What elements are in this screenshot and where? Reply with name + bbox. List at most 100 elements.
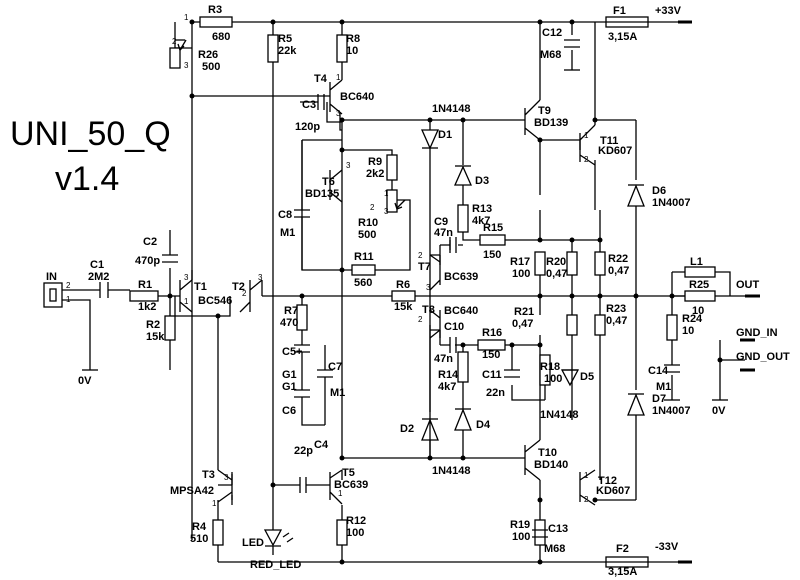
c8-value: M1 (280, 227, 295, 239)
r12-value: 100 (346, 527, 364, 539)
r18-body (539, 354, 551, 386)
r24-value: 10 (682, 325, 694, 337)
r9-value: 2k2 (366, 168, 384, 180)
r12-name: R12 (346, 515, 366, 527)
r25-value: 10 (692, 305, 704, 317)
r24-name: R24 (682, 313, 703, 325)
svg-text:2: 2 (418, 251, 423, 260)
r16-value: 150 (482, 349, 500, 361)
r1-value: 1k2 (138, 301, 156, 313)
r5-body (267, 34, 279, 63)
svg-text:2: 2 (66, 281, 71, 290)
r4-value: 510 (190, 533, 208, 545)
t9-name: T9 (538, 105, 551, 117)
r2-name: R2 (146, 319, 160, 331)
f2-name: F2 (616, 543, 629, 555)
r21-value: 0,47 (512, 318, 533, 330)
led-value: RED_LED (250, 559, 301, 571)
c2-value: 470p (135, 255, 160, 267)
c12-value: M68 (540, 49, 561, 61)
r25-body (684, 290, 716, 302)
c5-value: G1 (282, 369, 297, 381)
svg-text:2: 2 (418, 315, 423, 324)
pot-arrows (177, 39, 406, 210)
t12-name: T12 (598, 475, 617, 487)
c13-name: C13 (548, 523, 568, 535)
r9-body (386, 154, 398, 181)
r10-body (386, 189, 398, 213)
t11-name: T11 (600, 135, 618, 147)
input-connector[interactable] (43, 282, 76, 308)
r8-value: 10 (346, 45, 358, 57)
ground-label-left: 0V (78, 375, 92, 387)
svg-text:1: 1 (584, 131, 589, 140)
c11-name: C11 (482, 369, 502, 381)
wires (76, 20, 760, 564)
led-name: LED (242, 537, 264, 549)
c12-name: C12 (542, 27, 562, 39)
output-label: OUT (736, 279, 760, 291)
d2-value: 1N4148 (432, 465, 471, 477)
r9-name: R9 (368, 156, 382, 168)
r10-name: R10 (358, 217, 378, 229)
r23-name: R23 (606, 303, 626, 315)
svg-text:2: 2 (370, 203, 375, 212)
r15-body (479, 234, 506, 246)
t10-value: BD140 (534, 459, 568, 471)
r13-name: R13 (472, 203, 492, 215)
r14-name: R14 (438, 369, 459, 381)
r5-value: 22k (278, 45, 297, 57)
r6-value: 15k (394, 301, 413, 313)
r4-name: R4 (192, 521, 207, 533)
t1-name: T1 (194, 281, 207, 293)
t5-name: T5 (342, 467, 355, 479)
r26-body (169, 47, 181, 69)
r20-value: 0,47 (546, 268, 567, 280)
t9-value: BD139 (534, 117, 568, 129)
t5-value: BC639 (334, 479, 368, 491)
c8-name: C8 (278, 209, 292, 221)
svg-text:1: 1 (336, 73, 341, 82)
r24-body (666, 314, 678, 341)
t7-name: T7 (418, 261, 431, 273)
r2-body (164, 315, 176, 341)
svg-text:1: 1 (212, 499, 217, 508)
r19-body (534, 519, 546, 546)
c5-name: C5+ (282, 346, 303, 358)
d3-name: D3 (475, 175, 489, 187)
r16-body (477, 339, 506, 351)
c9-value: 47n (434, 227, 453, 239)
d1-value: 1N4148 (432, 103, 471, 115)
d4-name: D4 (476, 419, 491, 431)
r14-value: 4k7 (438, 381, 456, 393)
c3-value: 120p (295, 121, 320, 133)
svg-text:3: 3 (346, 161, 351, 170)
svg-text:3: 3 (224, 473, 229, 482)
r2-value: 15k (146, 331, 165, 343)
t3-value: MPSA42 (170, 485, 214, 497)
svg-text:1: 1 (184, 13, 189, 22)
r11-name: R11 (354, 251, 374, 263)
c4-name: C4 (314, 439, 329, 451)
r7-value: 470 (280, 317, 298, 329)
r12-body (336, 519, 348, 546)
r17-body (534, 251, 546, 276)
d1-name: D1 (438, 129, 452, 141)
c10-value: 47n (434, 353, 453, 365)
svg-text:1: 1 (338, 489, 343, 498)
c9-name: C9 (434, 216, 448, 228)
diodes (263, 129, 645, 555)
gnd-in-label: GND_IN (736, 327, 778, 339)
labels: UNI_50_Q v1.4 +33V -33V 0V 0V IN OUT GND… (10, 4, 790, 578)
svg-text:2: 2 (584, 155, 589, 164)
r13-body (457, 204, 469, 233)
t8-value: BC640 (444, 305, 478, 317)
r1-body (129, 290, 159, 302)
svg-text:2: 2 (242, 289, 247, 298)
c7-name: C7 (328, 361, 342, 373)
t6-value: BD135 (305, 188, 339, 200)
r8-body (336, 34, 348, 63)
negative-rail-label: -33V (655, 541, 679, 553)
r26-value: 500 (202, 61, 220, 73)
